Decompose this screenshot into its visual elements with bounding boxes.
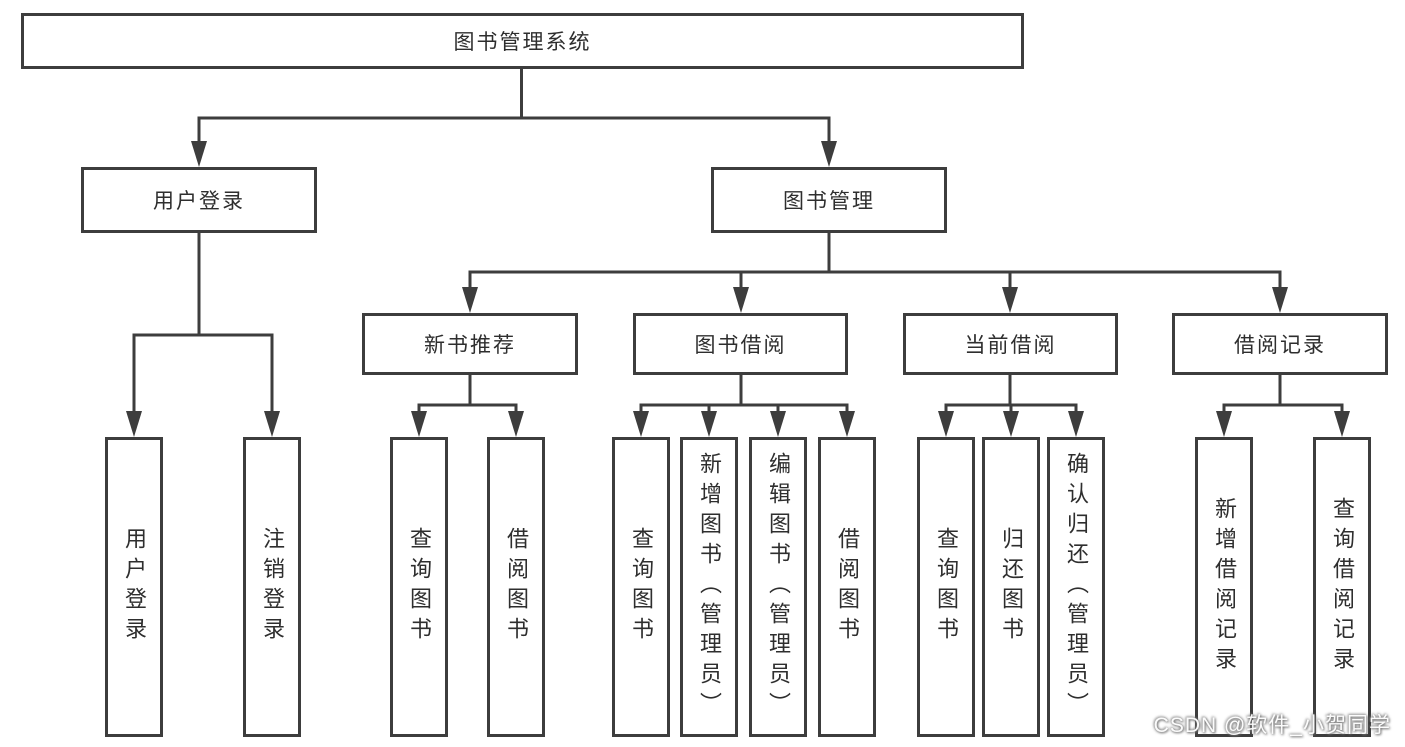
leaf-cb-return-book-label: 归还图书 [999,527,1024,647]
node-root: 图书管理系统 [21,13,1024,69]
node-current-borrow: 当前借阅 [903,313,1118,375]
leaf-cb-query-book-label: 查询图书 [934,527,959,647]
node-user-login: 用户登录 [81,167,317,233]
node-root-label: 图书管理系统 [453,31,592,54]
node-book-management: 图书管理 [711,167,947,233]
connector-book-management-children [468,233,1282,290]
leaf-bb-query-book: 查询图书 [612,437,670,737]
leaf-nb-borrow-book-label: 借阅图书 [504,527,529,647]
leaf-bb-borrow-book-label: 借阅图书 [835,527,860,647]
connector-user-login-children [132,233,274,413]
leaf-nb-query-book-label: 查询图书 [407,527,432,647]
leaf-bb-borrow-book: 借阅图书 [818,437,876,737]
node-book-management-label: 图书管理 [783,190,875,213]
node-new-book-recommend-label: 新书推荐 [424,334,516,357]
leaf-nb-query-book: 查询图书 [390,437,448,737]
leaf-user-login: 用户登录 [105,437,163,737]
node-current-borrow-label: 当前借阅 [964,334,1057,357]
node-book-borrow-label: 图书借阅 [694,334,787,357]
leaf-bb-add-book-admin-label: 新增图书（管理员） [697,452,722,722]
leaf-cb-return-book: 归还图书 [982,437,1040,737]
leaf-logout-login: 注销登录 [243,437,301,737]
node-borrow-records: 借阅记录 [1172,313,1388,375]
connector-current-borrow-children [944,375,1078,414]
leaf-br-query-borrow-record: 查询借阅记录 [1313,437,1371,737]
leaf-cb-query-book: 查询图书 [917,437,975,737]
leaf-logout-login-label: 注销登录 [260,527,285,647]
node-borrow-records-label: 借阅记录 [1234,334,1326,357]
node-user-login-label: 用户登录 [153,190,245,213]
node-new-book-recommend: 新书推荐 [362,313,578,375]
leaf-cb-confirm-return-admin: 确认归还（管理员） [1047,437,1105,737]
leaf-br-query-borrow-record-label: 查询借阅记录 [1330,497,1355,677]
leaf-bb-query-book-label: 查询图书 [629,527,654,647]
leaf-bb-add-book-admin: 新增图书（管理员） [680,437,738,737]
leaf-br-add-borrow-record-label: 新增借阅记录 [1212,497,1237,677]
leaf-cb-confirm-return-admin-label: 确认归还（管理员） [1064,452,1089,722]
connector-borrow-records-children [1222,375,1344,414]
leaf-bb-edit-book-admin: 编辑图书（管理员） [749,437,807,737]
node-book-borrow: 图书借阅 [633,313,848,375]
leaf-user-login-label: 用户登录 [122,527,147,647]
leaf-bb-edit-book-admin-label: 编辑图书（管理员） [766,452,791,722]
leaf-br-add-borrow-record: 新增借阅记录 [1195,437,1253,737]
connector-root-to-level2 [197,69,831,143]
leaf-nb-borrow-book: 借阅图书 [487,437,545,737]
connector-new-book-children [417,375,518,414]
connector-book-borrow-children [639,375,849,414]
